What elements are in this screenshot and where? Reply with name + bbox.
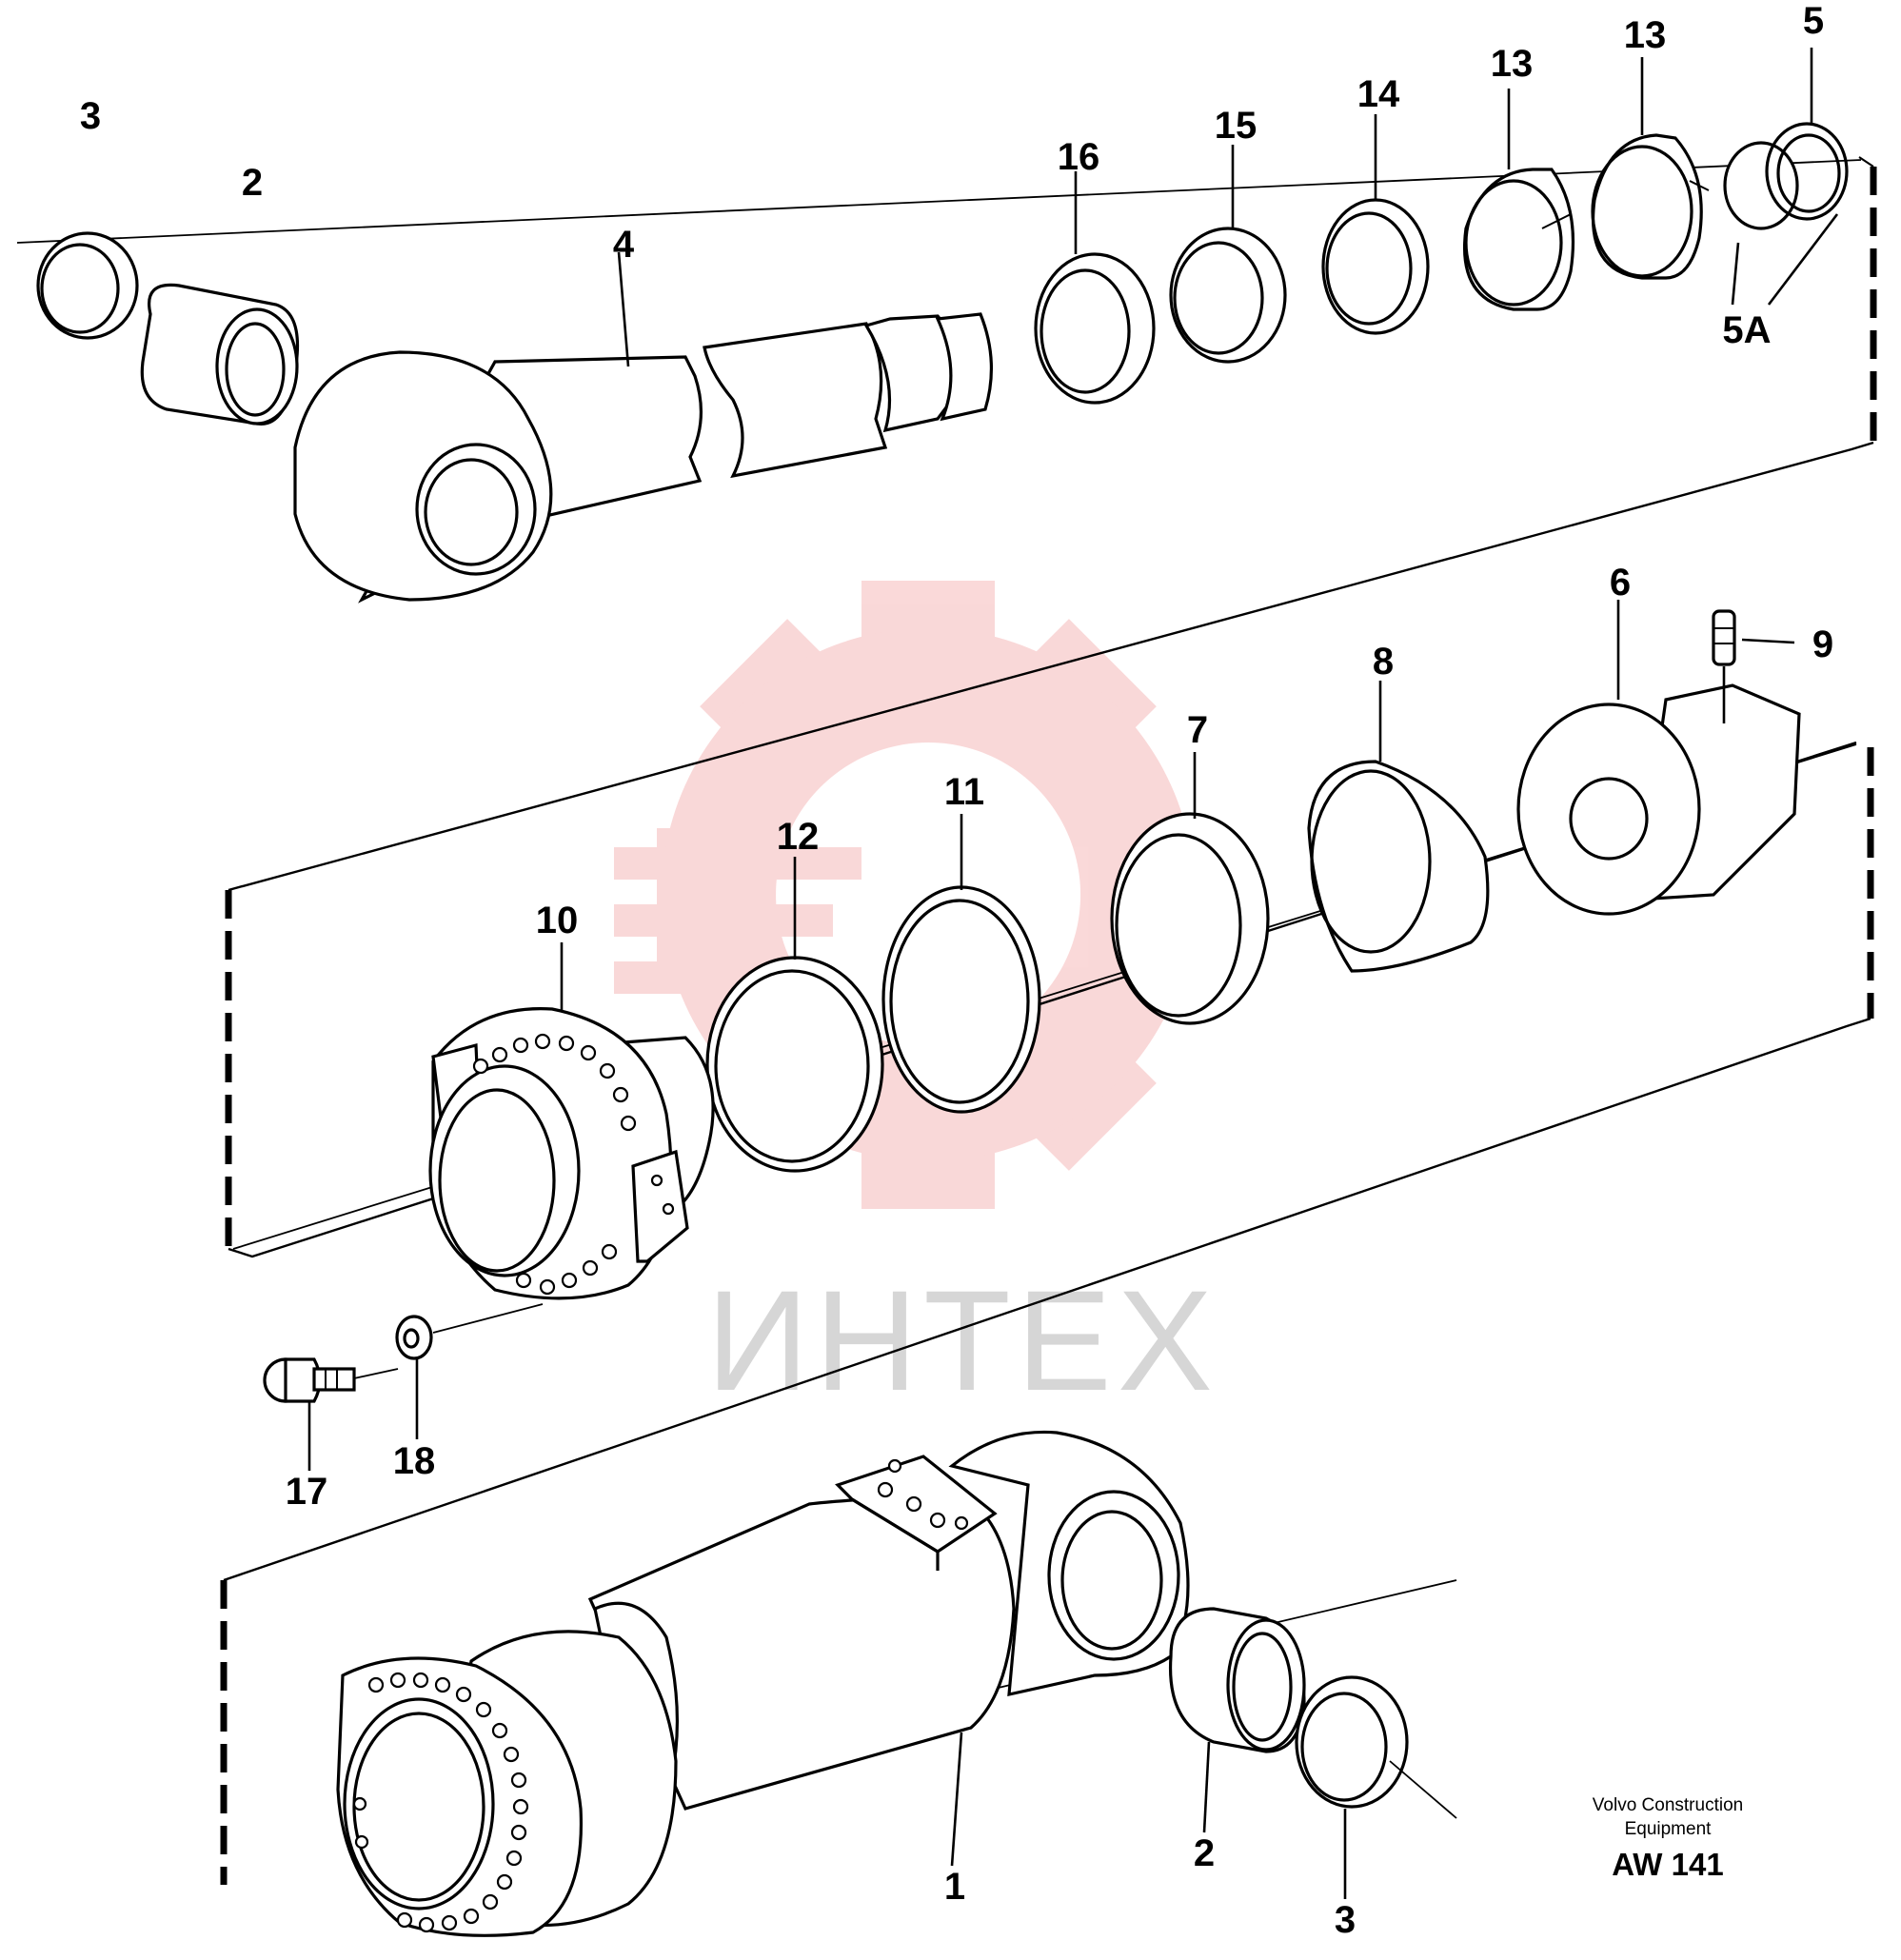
callout-12: 12 [777, 816, 820, 858]
part-13-b-wear-ring [1591, 57, 1710, 280]
part-7-seal-ring [1110, 752, 1270, 1025]
part-5-seal [1723, 48, 1849, 306]
part-12-backup-ring [705, 857, 884, 1173]
callout-4: 4 [613, 224, 635, 266]
part-4-piston-rod [293, 251, 994, 604]
callouts: 3 2 4 16 15 14 13 13 5 5A 6 9 8 7 11 12 … [80, 0, 1833, 1941]
part-13-a-wear-ring [1463, 89, 1575, 311]
callout-2-top: 2 [242, 162, 263, 204]
callout-2-bottom: 2 [1194, 1832, 1215, 1874]
part-10-cylinder-head [428, 942, 715, 1300]
bottom-cylinder-row [336, 1430, 1457, 1937]
part-3-bottom-seal-ring [1295, 1675, 1457, 1899]
part-17-bolt [263, 1357, 399, 1471]
callout-5: 5 [1803, 0, 1824, 42]
callout-3-top: 3 [80, 95, 101, 137]
callout-3-bottom: 3 [1335, 1899, 1356, 1941]
callout-9: 9 [1812, 624, 1833, 665]
callout-13-b: 13 [1624, 14, 1667, 56]
part-1-cylinder-tube [336, 1430, 1190, 1937]
part-15-ring [1169, 145, 1287, 364]
part-14-ring [1321, 114, 1430, 335]
top-rod-row [16, 48, 1862, 604]
head-bolt-holes [472, 1033, 675, 1296]
callout-11: 11 [944, 771, 984, 813]
callout-17: 17 [286, 1471, 328, 1513]
part-3-top-seal-ring [36, 231, 139, 340]
callout-14: 14 [1357, 73, 1400, 115]
part-2-top-bushing [140, 283, 299, 426]
callout-8: 8 [1373, 641, 1394, 683]
part-18-washer [395, 1303, 544, 1439]
part-16-ring [1034, 171, 1156, 405]
part-2-bottom-bushing [1168, 1607, 1306, 1833]
middle-piston-row [232, 600, 1857, 1471]
credit-line-1: Volvo Construction [1593, 1795, 1743, 1815]
drawing-code: AW 141 [1612, 1847, 1723, 1882]
callout-7: 7 [1187, 709, 1208, 751]
callout-13-a: 13 [1491, 43, 1534, 85]
callout-16: 16 [1058, 136, 1100, 178]
watermark-text: ИНТЕХ [706, 1260, 1218, 1420]
callout-18: 18 [393, 1440, 436, 1482]
callout-1: 1 [944, 1866, 965, 1908]
credit-block: Volvo Construction Equipment AW 141 [1593, 1795, 1743, 1882]
callout-15: 15 [1215, 105, 1257, 147]
credit-line-2: Equipment [1625, 1819, 1713, 1839]
tube-bolt-holes [352, 1672, 529, 1933]
part-6-piston [1516, 600, 1801, 916]
callout-5a: 5A [1722, 309, 1771, 351]
callout-10: 10 [536, 900, 579, 941]
part-11-o-ring [881, 814, 1041, 1114]
callout-6: 6 [1610, 562, 1631, 604]
part-8-guide-ring [1307, 681, 1490, 973]
